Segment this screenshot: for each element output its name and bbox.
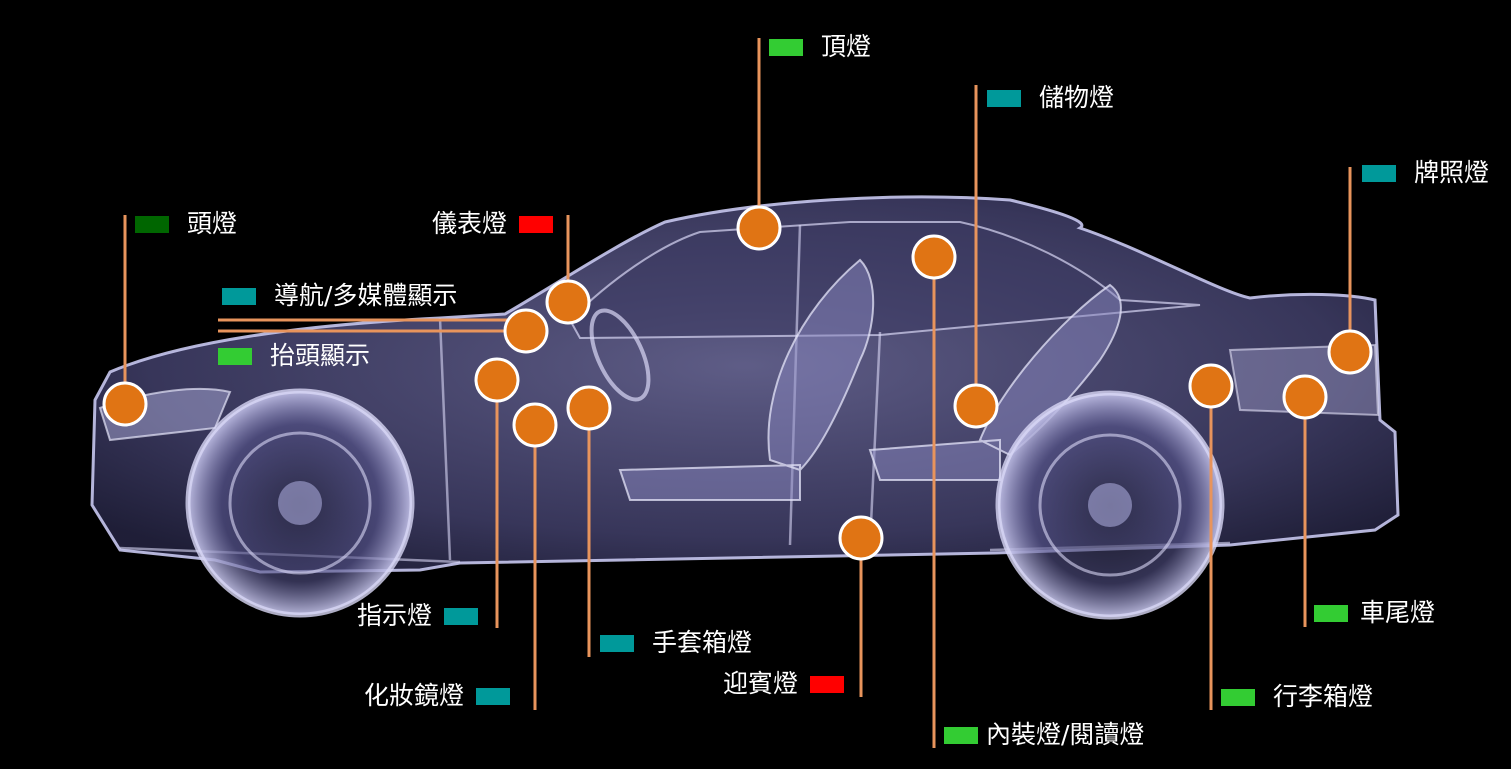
label-license: 牌照燈: [1362, 158, 1489, 188]
label-hud: 抬頭顯示: [218, 341, 370, 371]
label-text: 牌照燈: [1414, 158, 1490, 187]
swatch-vanity: [476, 687, 511, 705]
light-markers: [102, 205, 1373, 561]
label-text: 行李箱燈: [1273, 682, 1374, 711]
swatch-indicator: [444, 607, 479, 625]
front-wheel: [185, 388, 415, 618]
marker-trunk: [1188, 363, 1234, 409]
front-seat: [618, 258, 875, 501]
label-text: 指示燈: [357, 601, 433, 630]
label-storage: 儲物燈: [987, 83, 1114, 113]
label-text: 化妝鏡燈: [364, 681, 465, 710]
swatch-trunk: [1221, 688, 1255, 706]
label-text: 儀表燈: [432, 209, 508, 238]
label-text: 內裝燈/閱讀燈: [986, 720, 1145, 749]
swatch-license: [1362, 164, 1396, 182]
label-text: 導航/多媒體顯示: [274, 281, 458, 310]
swatch-welcome: [810, 675, 845, 693]
swatch-instrument: [519, 215, 554, 233]
label-headlight: 頭燈: [135, 209, 237, 239]
label-roof: 頂燈: [769, 32, 871, 62]
label-glovebox: 手套箱燈: [600, 628, 752, 658]
label-text: 迎賓燈: [723, 669, 799, 698]
label-text: 車尾燈: [1360, 598, 1436, 627]
marker-indicator: [474, 357, 520, 403]
marker-roof: [736, 205, 782, 251]
marker-welcome: [838, 515, 884, 561]
marker-storage: [953, 383, 999, 429]
label-text: 儲物燈: [1039, 83, 1115, 112]
swatch-navigation: [222, 287, 256, 305]
label-text: 頂燈: [821, 32, 872, 61]
label-text: 抬頭顯示: [270, 341, 371, 370]
label-trunk: 行李箱燈: [1221, 682, 1373, 712]
marker-tail: [1282, 374, 1328, 420]
swatch-roof: [769, 38, 803, 56]
label-indicator: 指示燈: [357, 601, 479, 631]
swatch-glovebox: [600, 634, 634, 652]
label-navigation: 導航/多媒體顯示: [222, 281, 457, 311]
label-tail: 車尾燈: [1314, 598, 1435, 628]
swatch-storage: [987, 89, 1021, 107]
marker-instrument: [545, 279, 591, 325]
marker-license: [1327, 329, 1373, 375]
steering-wheel: [589, 308, 651, 402]
swatch-hud: [218, 347, 252, 365]
marker-interior: [911, 234, 957, 280]
marker-headlight: [102, 381, 148, 427]
label-vanity: 化妝鏡燈: [364, 681, 511, 711]
swatch-interior: [944, 726, 978, 744]
label-instrument: 儀表燈: [432, 209, 554, 239]
marker-vanity: [512, 402, 558, 448]
swatch-headlight: [135, 215, 169, 233]
label-text: 手套箱燈: [652, 628, 753, 657]
label-interior: 內裝燈/閱讀燈: [944, 720, 1144, 750]
label-welcome: 迎賓燈: [723, 669, 845, 699]
marker-glovebox: [566, 385, 612, 431]
label-text: 頭燈: [187, 209, 238, 238]
rear-wheel: [995, 390, 1225, 620]
marker-navigation: [503, 308, 549, 354]
swatch-tail: [1314, 604, 1348, 622]
